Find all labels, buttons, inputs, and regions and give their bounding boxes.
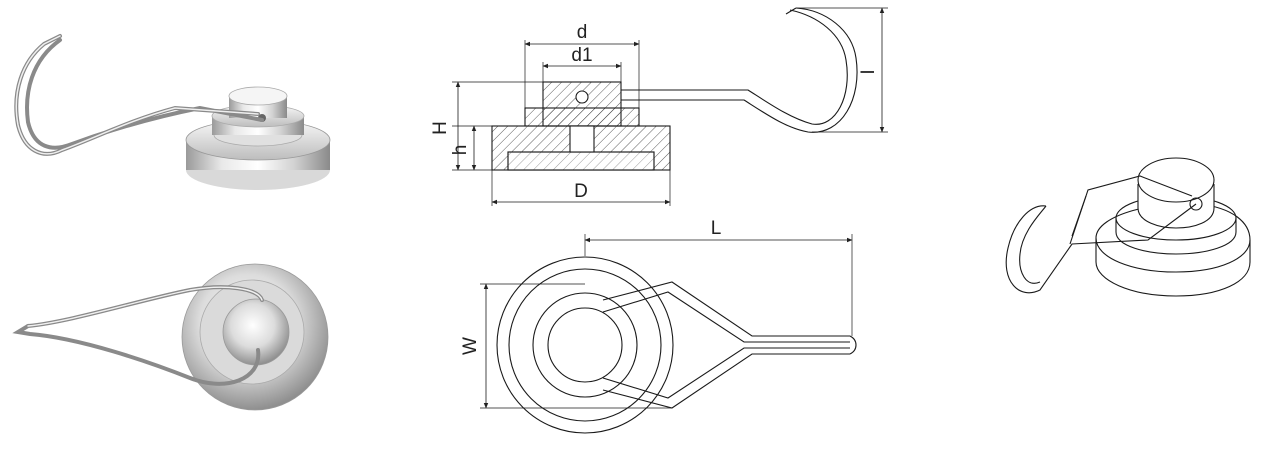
label-W: W — [460, 337, 481, 355]
label-h: h — [450, 145, 471, 156]
photo-top-view — [12, 263, 329, 411]
label-L: L — [711, 218, 722, 239]
label-d: d — [577, 22, 588, 43]
wire-upper-outer — [602, 281, 850, 337]
collar-circle — [532, 292, 638, 398]
iso-wire-back-inner — [1071, 195, 1087, 237]
cap-circle — [547, 307, 623, 383]
label-H: H — [430, 121, 451, 135]
swivel-collar-section — [524, 107, 640, 127]
iso-pivot — [1189, 197, 1203, 211]
iso-hook-inner — [1019, 205, 1047, 284]
wire-lower-outer — [602, 353, 850, 409]
magnet-insert-hatch — [507, 151, 655, 171]
photo-side-view — [14, 34, 331, 190]
swivel-cap-top — [228, 86, 288, 106]
wire-upper-inner — [602, 291, 850, 343]
iso-step-side — [1115, 218, 1237, 255]
top-view-drawing — [480, 234, 857, 434]
base-inner-circle — [508, 268, 662, 422]
label-d1: d1 — [571, 45, 592, 66]
top-view-labels: L W — [460, 218, 721, 355]
base-outer-circle — [496, 256, 674, 434]
side-section-labels: d d1 H h D I — [430, 22, 879, 202]
wire-hook-top-highlight — [27, 286, 263, 327]
pivot-pin-hole — [575, 90, 589, 104]
hook-tip — [785, 7, 797, 15]
center-bore — [569, 125, 595, 153]
label-hook-height: I — [858, 69, 879, 74]
hook-wire-inner — [621, 7, 858, 133]
hook-wire-outer — [621, 9, 848, 125]
iso-base-rim — [1095, 237, 1251, 273]
label-D: D — [574, 181, 588, 202]
side-section-drawing — [452, 7, 888, 206]
isometric-line-illustration — [1005, 157, 1251, 297]
wire-end — [849, 335, 857, 355]
wire-lower-inner — [602, 347, 850, 399]
swivel-cap-disk — [222, 298, 290, 366]
iso-cap-top — [1137, 157, 1215, 203]
wire-hook-highlight — [15, 35, 259, 155]
iso-wire-front — [1005, 203, 1197, 294]
